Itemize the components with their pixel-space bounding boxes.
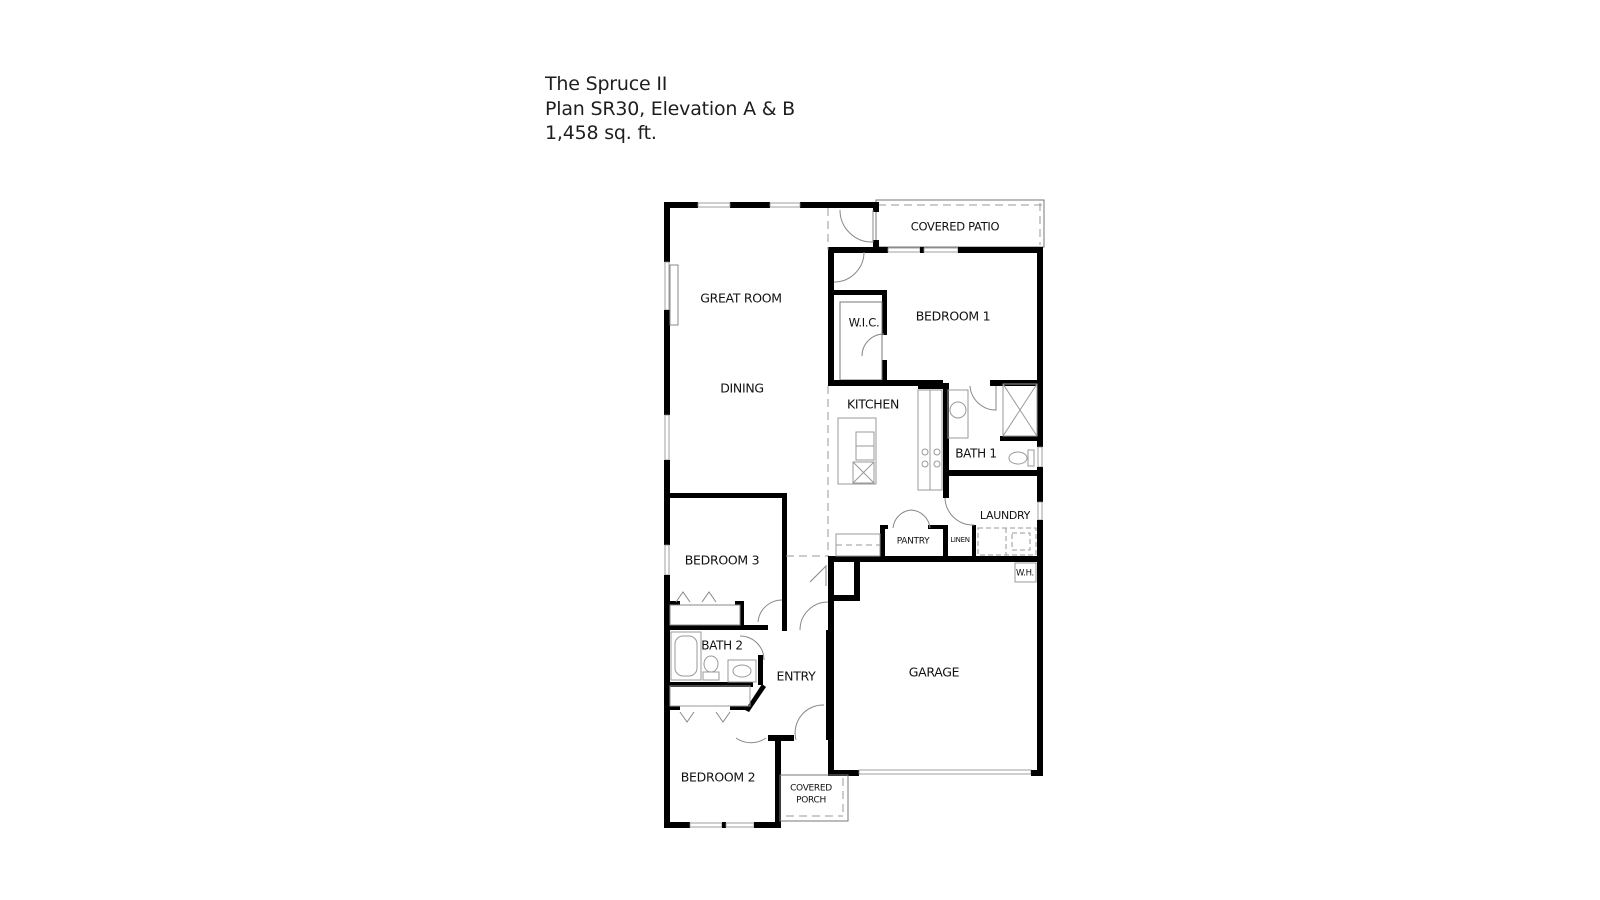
plan-code: Plan SR30, Elevation A & B bbox=[545, 97, 796, 120]
label-dining: DINING bbox=[720, 381, 764, 396]
label-bedroom-2: BEDROOM 2 bbox=[681, 770, 755, 785]
label-covered-porch-line2: PORCH bbox=[796, 796, 826, 806]
label-bath-2: BATH 2 bbox=[701, 639, 743, 653]
label-pantry: PANTRY bbox=[897, 537, 930, 547]
label-great-room: GREAT ROOM bbox=[700, 291, 782, 306]
label-water-heater: W.H. bbox=[1016, 569, 1034, 579]
label-laundry: LAUNDRY bbox=[980, 509, 1031, 522]
plan-title-block: The Spruce II Plan SR30, Elevation A & B… bbox=[545, 72, 795, 146]
closet-markers bbox=[669, 264, 741, 723]
label-wic: W.I.C. bbox=[849, 316, 880, 330]
open-plan-boundaries bbox=[786, 208, 829, 557]
plan-square-feet: 1,458 sq. ft. bbox=[545, 122, 657, 144]
label-linen: LINEN bbox=[950, 536, 969, 544]
label-bedroom-1: BEDROOM 1 bbox=[916, 309, 990, 324]
bath2-fixtures bbox=[669, 631, 757, 707]
door-swings bbox=[735, 209, 997, 744]
label-bath-1: BATH 1 bbox=[955, 447, 997, 461]
exterior-walls bbox=[664, 202, 1043, 828]
plan-name: The Spruce II bbox=[545, 73, 668, 95]
label-covered-patio: COVERED PATIO bbox=[911, 220, 1000, 234]
laundry-fixtures bbox=[977, 527, 1037, 556]
kitchen-fixtures bbox=[835, 389, 943, 557]
bath1-fixtures bbox=[947, 383, 1038, 467]
label-kitchen: KITCHEN bbox=[847, 397, 899, 412]
water-heater bbox=[1014, 562, 1037, 583]
label-bedroom-3: BEDROOM 3 bbox=[685, 553, 759, 568]
label-garage: GARAGE bbox=[909, 665, 960, 680]
label-entry: ENTRY bbox=[777, 669, 817, 684]
label-covered-porch-line1: COVERED bbox=[790, 784, 832, 794]
interior-walls bbox=[668, 250, 1043, 740]
